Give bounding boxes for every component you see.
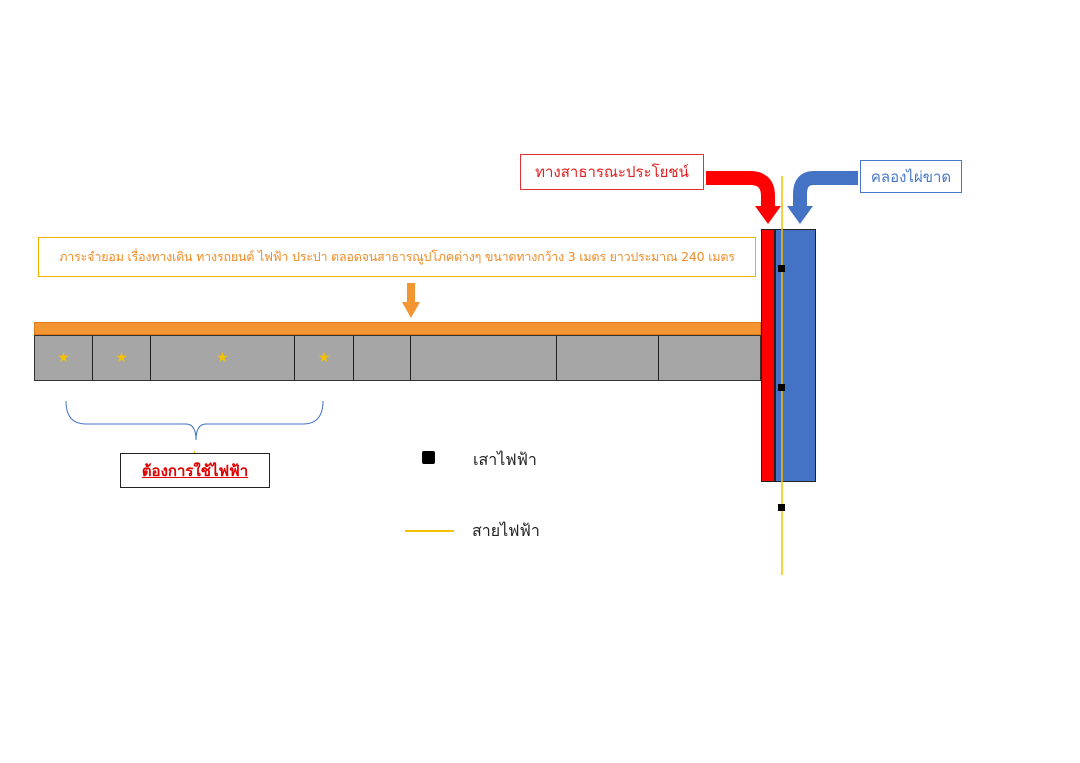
power-pole bbox=[778, 504, 785, 511]
pole-legend-label: เสาไฟฟ้า bbox=[473, 450, 537, 469]
power-pole bbox=[778, 384, 785, 391]
plot-1: ★ bbox=[35, 336, 93, 380]
public-way-arrow bbox=[706, 171, 781, 224]
canal-arrow bbox=[787, 171, 858, 224]
plot-4: ★ bbox=[295, 336, 354, 380]
plot-6 bbox=[411, 336, 557, 380]
wire-legend-icon bbox=[405, 530, 454, 532]
servitude-road bbox=[34, 322, 761, 335]
pole-legend-icon bbox=[422, 451, 435, 464]
power-pole bbox=[778, 265, 785, 272]
star-icon: ★ bbox=[115, 350, 128, 366]
servitude-arrow bbox=[402, 283, 420, 318]
public-way bbox=[761, 229, 775, 482]
plots-brace bbox=[65, 400, 324, 441]
plot-5 bbox=[354, 336, 411, 380]
plot-2: ★ bbox=[93, 336, 151, 380]
public-way-label: ทางสาธารณะประโยชน์ bbox=[520, 154, 704, 190]
plot-3: ★ bbox=[151, 336, 295, 380]
plot-8 bbox=[659, 336, 760, 380]
land-plots: ★ ★ ★ ★ bbox=[34, 335, 761, 381]
servitude-note: ภาระจำยอม เรื่องทางเดิน ทางรถยนต์ ไฟฟ้า … bbox=[38, 237, 756, 277]
need-electricity-label: ต้องการใช้ไฟฟ้า bbox=[120, 453, 270, 488]
canal-label: คลองไผ่ขาด bbox=[860, 160, 962, 193]
plot-7 bbox=[557, 336, 659, 380]
star-icon: ★ bbox=[57, 350, 70, 366]
wire-legend-label: สายไฟฟ้า bbox=[472, 521, 540, 540]
star-icon: ★ bbox=[317, 350, 331, 366]
star-icon: ★ bbox=[216, 350, 229, 366]
